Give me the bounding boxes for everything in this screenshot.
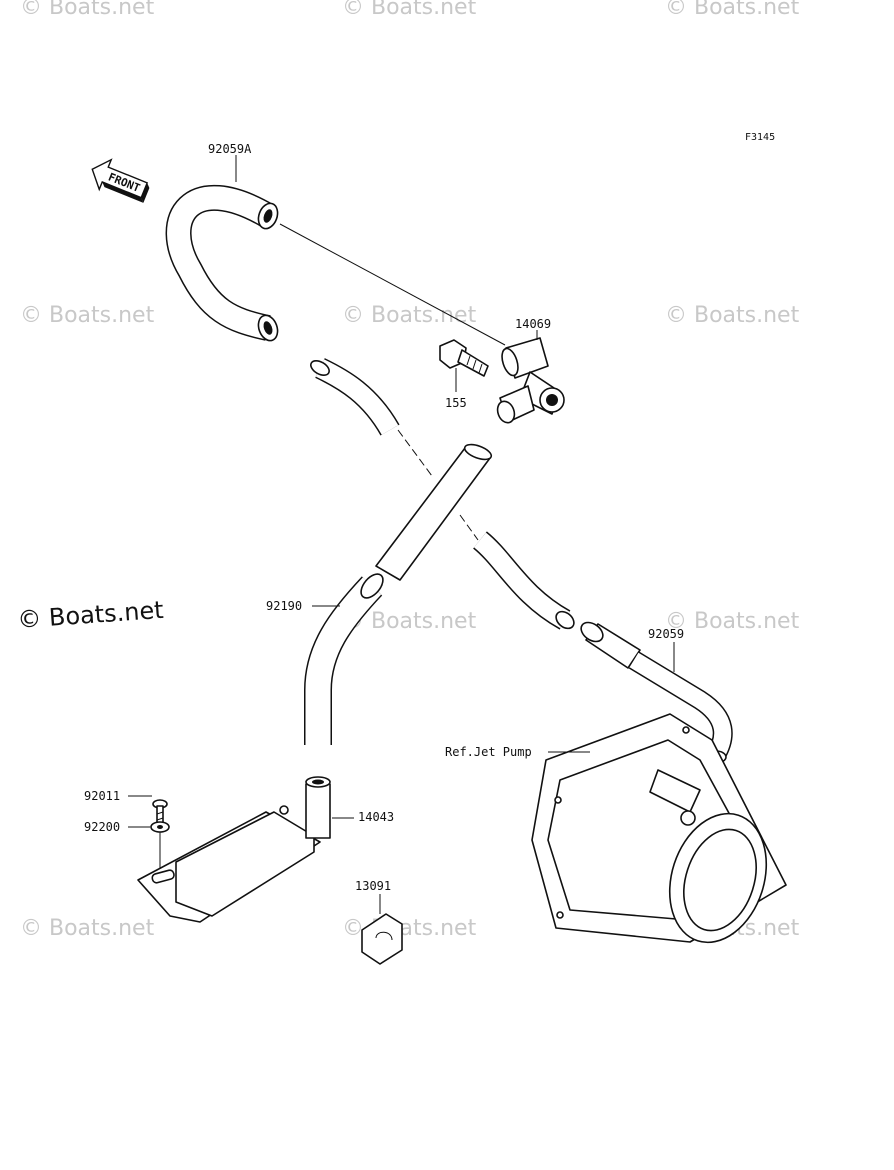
part-label-92059a: 92059A xyxy=(208,142,252,156)
part-label-92011: 92011 xyxy=(84,789,120,803)
watermark: © Boats.net xyxy=(665,609,800,634)
fitting-14069 xyxy=(496,337,565,424)
part-label-92200: 92200 xyxy=(84,820,120,834)
part-label-155: 155 xyxy=(445,396,467,410)
watermark-group: © Boats.net © Boats.net © Boats.net © Bo… xyxy=(20,0,800,941)
hose-92059 xyxy=(580,621,733,764)
leader-line xyxy=(397,429,433,477)
part-label-92190: 92190 xyxy=(266,599,302,613)
leader-line xyxy=(279,223,506,346)
hose-short-lower xyxy=(459,514,575,630)
plate-14043 xyxy=(137,776,331,923)
jet-pump xyxy=(531,713,787,944)
watermark: © Boats.net xyxy=(20,916,155,941)
washer-92200 xyxy=(150,821,170,833)
watermark: © Boats.net xyxy=(20,303,155,328)
hose-short-upper xyxy=(310,358,400,436)
part-label-92059: 92059 xyxy=(648,627,684,641)
watermark: © Boats.net xyxy=(665,303,800,328)
figure-code: F3145 xyxy=(745,132,775,143)
tube-connector xyxy=(375,443,493,581)
jet-pump-reference-label: Ref.Jet Pump xyxy=(445,745,532,759)
hose-92059a xyxy=(165,184,279,342)
part-label-14069: 14069 xyxy=(515,317,551,331)
bolt-155 xyxy=(439,339,489,377)
watermark: © Boats.net xyxy=(342,0,477,20)
watermark-main: © Boats.net xyxy=(16,596,164,634)
watermark: © Boats.net xyxy=(342,303,477,328)
front-arrow-icon: FRONT xyxy=(91,158,150,203)
hose-92190 xyxy=(304,573,384,745)
watermark: © Boats.net xyxy=(665,0,800,20)
part-label-13091: 13091 xyxy=(355,879,391,893)
part-label-14043: 14043 xyxy=(358,810,394,824)
watermark: © Boats.net xyxy=(20,0,155,20)
clip-13091 xyxy=(361,913,403,965)
